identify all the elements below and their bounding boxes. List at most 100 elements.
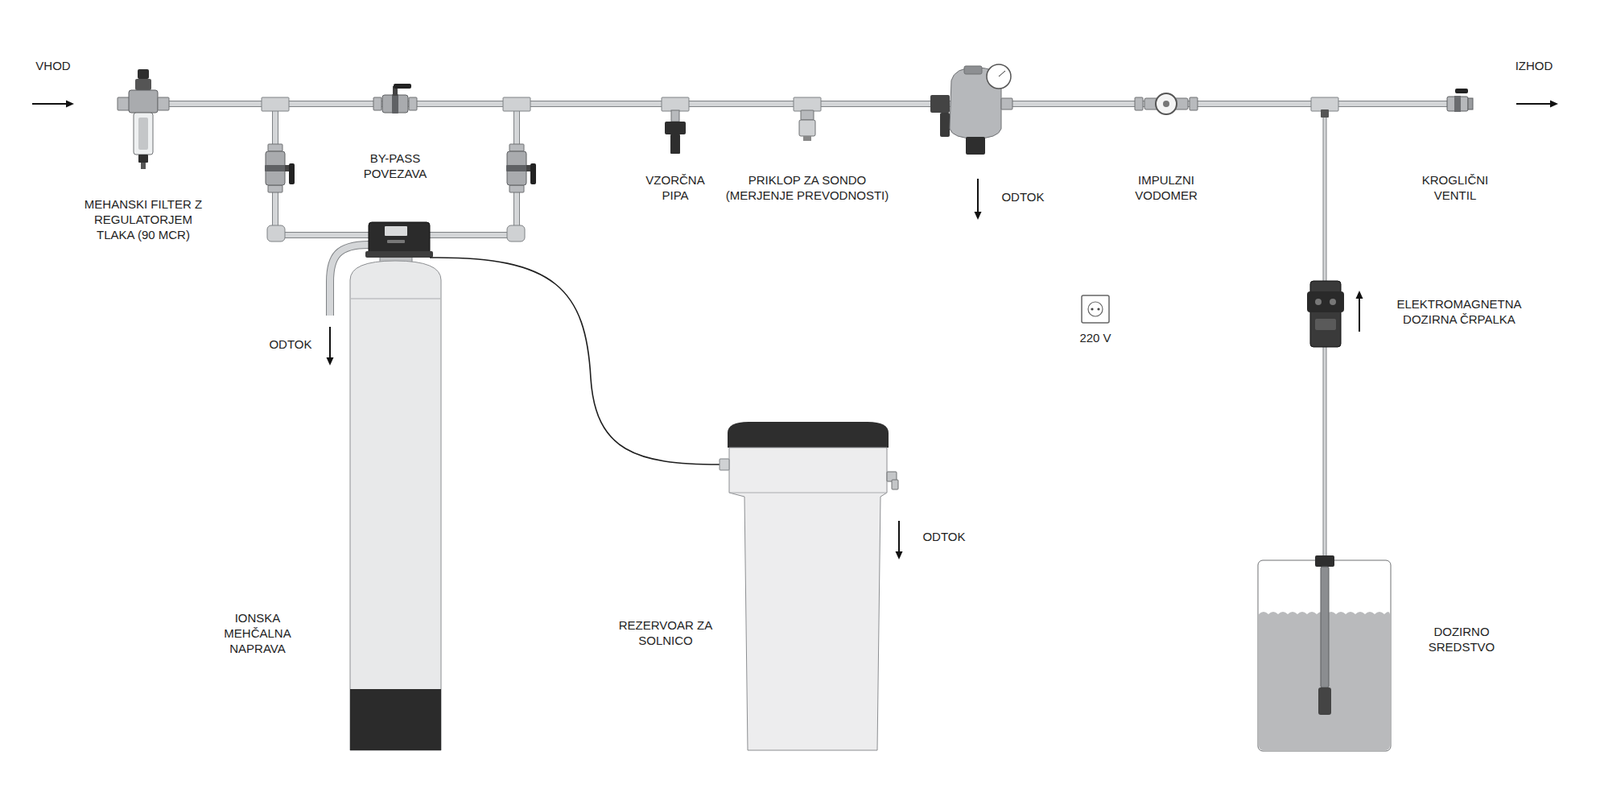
tank-base [350,688,442,751]
socket-face [1088,301,1103,317]
pump-knob [1329,298,1337,306]
container-cap [1315,555,1335,567]
probe-port [803,136,812,141]
elbow-fitting [267,225,285,242]
ball-valve-band [1454,95,1461,112]
filter-top-knob [137,69,149,79]
component-label: ELEKTROMAGNETNA DOZIRNA ČRPALKA [1389,296,1529,327]
valve-band [264,164,286,172]
tap-stem [671,110,680,122]
arrow-head [65,100,75,108]
component-label: ODTOK [915,528,973,545]
arrow-shaft [1516,103,1551,105]
arrow-shaft [977,178,979,212]
valve-handle [530,163,537,185]
control-head [368,222,430,256]
elbow-fitting [507,225,525,242]
arrow-head [1550,100,1559,108]
pump-knob [1315,298,1322,306]
union-nut [509,144,524,152]
arrow-shaft [898,520,900,552]
pipe-outline [275,110,517,236]
component-label: IONSKA MEHČALNA NAPRAVA [214,610,302,656]
valve-handle [288,163,295,185]
pipe [275,110,517,236]
arrow-shaft [32,103,66,105]
component-label: VZORČNA PIPA [638,172,713,203]
tee-fitting [1311,97,1339,112]
pump-body [1310,280,1341,347]
component-label: IZHOD [1505,57,1563,74]
component-label: BY-PASS POVEZAVA [350,150,440,182]
brine-tank-rim [729,492,887,494]
flow-arrow [326,326,335,366]
probe-adapter [800,110,814,120]
tee-fitting [661,97,689,112]
flow-arrow [895,520,904,560]
filter-outlet [157,97,170,111]
ball-valve-handle [1455,88,1469,94]
foot-valve [1318,687,1332,715]
component-label: ODTOK [264,336,317,352]
filter-screen [138,117,149,150]
union-nut [373,97,382,111]
union-nut [268,144,283,152]
arrow-shaft [1358,298,1361,332]
filter-drain-tap [140,162,146,170]
arrow-head [895,551,904,560]
flow-arrow [32,100,75,108]
valve-body [265,151,285,186]
control-buttons [387,239,405,244]
control-display [384,226,408,236]
arrow-head [974,211,982,220]
component-label: ODTOK [994,189,1052,205]
pump-panel [1315,318,1337,330]
flow-arrow [1356,290,1364,332]
valve-cap [964,65,982,75]
flow-arrow [1516,100,1559,108]
ball-valve-body [1447,96,1469,112]
component-label: KROGLIČNI VENTIL [1410,172,1500,203]
component-label: DOZIRNO SREDSTVO [1417,623,1506,655]
overflow-elbow [891,479,899,490]
valve-handle [393,83,412,89]
component-label: IMPULZNI VODOMER [1122,172,1210,203]
filter-head [128,90,158,113]
component-label: 220 V [1071,329,1120,346]
tee-fitting [503,97,531,112]
gauge-needle [998,70,1006,77]
brine-tank-lid [727,421,889,448]
meter-center [1162,100,1170,108]
union-nut [1189,97,1198,111]
filter-regulator [135,78,152,91]
arrow-shaft [329,326,331,358]
component-label: MEHANSKI FILTER Z REGULATORJEM TLAKA (90… [82,196,206,243]
power-socket [1081,295,1110,323]
tee-fitting [261,97,289,112]
valve-band [391,94,399,114]
valve-body [507,151,527,186]
component-label: VHOD [24,57,82,74]
ball-valve-end [1468,98,1473,110]
suction-tube [1320,566,1329,688]
component-label: PRIKLOP ZA SONDO (MERJENJE PREVODNOSTI) [716,172,899,203]
union-nut [268,185,283,193]
container [1257,560,1391,751]
tank-seam [350,298,441,300]
brine-line [429,257,720,465]
valve-outlet [1001,98,1013,110]
softener-tank [350,260,442,751]
valve-body [382,94,409,113]
arrow-head [1356,290,1364,299]
union-nut [1134,97,1143,111]
socket-pin [1090,307,1093,310]
brine-tank-body [729,447,887,751]
meter-dial [1155,93,1177,115]
tap-spout [670,134,681,154]
filter-bowl [133,112,153,155]
flow-arrow [974,178,982,220]
pump-head [1307,291,1345,313]
union-nut [408,97,417,111]
pipe-body [275,110,517,236]
